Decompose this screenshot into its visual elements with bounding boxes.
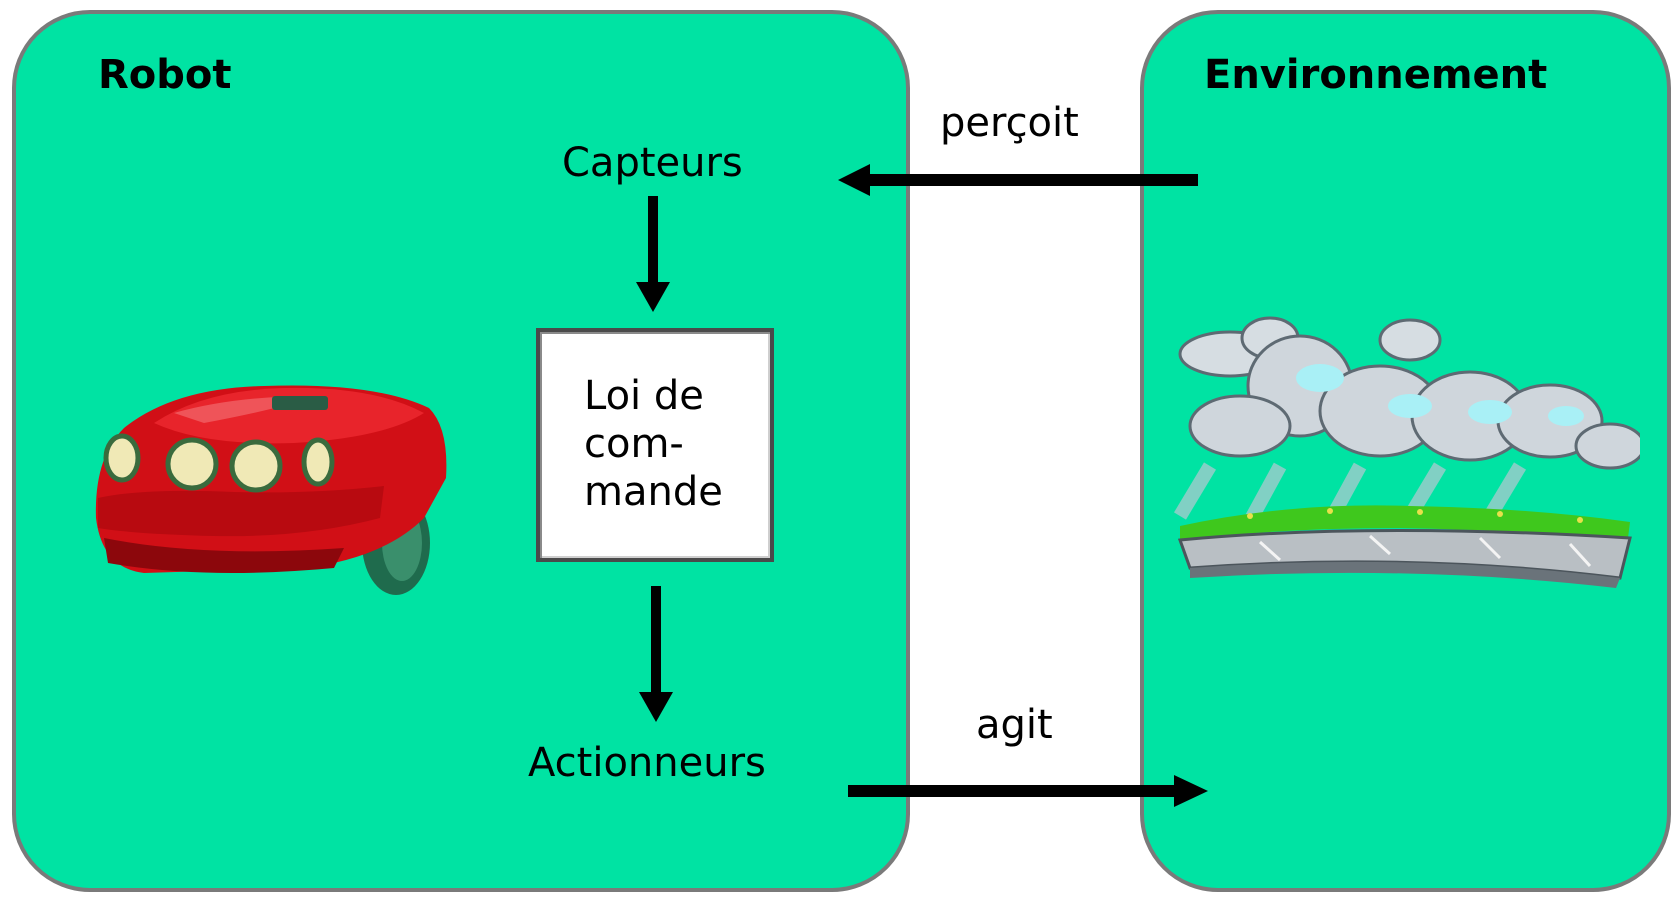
control-law-line-3: mande (584, 469, 723, 515)
acts-label: agit (976, 702, 1053, 748)
arrow-control-to-actuators (639, 586, 673, 722)
control-law-line-2: com- (584, 421, 684, 467)
control-law-text: Loi de com- mande (584, 372, 723, 516)
arrow-sensors-to-control (636, 196, 670, 312)
control-law-box: Loi de com- mande (536, 328, 774, 562)
control-law-line-1: Loi de (584, 373, 704, 419)
robot-panel-title: Robot (98, 52, 232, 98)
red-robot-icon (95, 385, 447, 595)
arrow-acts (848, 775, 1208, 807)
actuators-label: Actionneurs (528, 740, 766, 786)
environment-panel-title: Environnement (1204, 52, 1548, 98)
landscape-clouds-icon (1173, 316, 1640, 588)
perceives-label: perçoit (940, 100, 1079, 146)
sensors-label: Capteurs (562, 140, 743, 186)
arrow-perceives (838, 164, 1198, 196)
